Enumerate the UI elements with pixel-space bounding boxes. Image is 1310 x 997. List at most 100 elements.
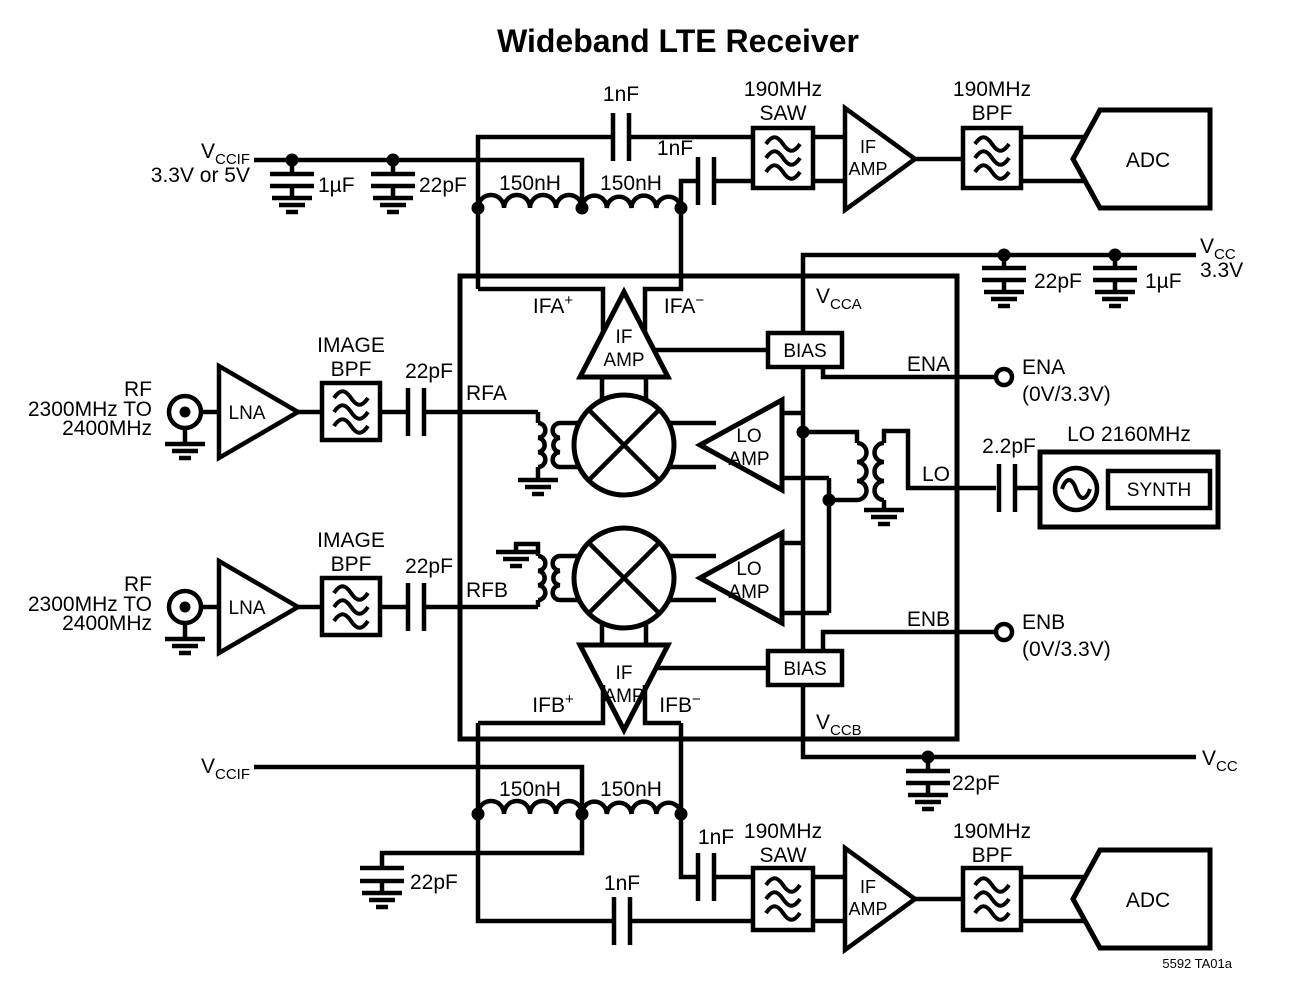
lna-a-icon	[216, 362, 303, 462]
lo-amp-a-icon	[694, 395, 785, 495]
pin-ena: ENA	[907, 353, 950, 376]
balun-b-primary	[537, 553, 548, 603]
if-amp-chain-b-label-2: AMP	[848, 899, 887, 919]
bpf-b-label-1: 190MHz	[953, 820, 1031, 843]
balun-a-primary	[537, 420, 548, 470]
vcc-bottom-cap-label: 22pF	[952, 772, 1000, 795]
rf-input-a	[165, 362, 538, 462]
series-cap-1nf-top-a	[610, 113, 632, 161]
pin-ifa-plus: IFA+	[533, 292, 574, 318]
if-amp-chain-a-icon	[842, 103, 919, 215]
inductor-b2-label: 150nH	[600, 778, 662, 801]
lo-transformer-secondary	[872, 440, 885, 503]
lo-source-label: LO 2160MHz	[1067, 423, 1191, 446]
enb-pin-range: (0V/3.3V)	[1022, 638, 1111, 661]
lna-b-label: LNA	[229, 598, 266, 619]
if-amp-a-icon	[575, 286, 673, 380]
ena-pin-label: ENA	[1022, 356, 1065, 379]
page-title: Wideband LTE Receiver	[497, 23, 859, 59]
inductor-a2	[579, 193, 684, 209]
pin-vccb: VCCB	[816, 711, 862, 739]
cap-2p2pf-label: 2.2pF	[982, 435, 1036, 458]
ena-pin-range: (0V/3.3V)	[1022, 383, 1111, 406]
cap-1nf-bot-b-label: 1nF	[604, 872, 640, 895]
series-cap-1nf-bot-b	[611, 897, 633, 945]
lo-amp-a-label-1: LO	[736, 426, 761, 447]
ena-terminal-icon	[993, 366, 1015, 388]
bias-a-label: BIAS	[783, 341, 826, 362]
cap-22pf-top-label: 22pF	[419, 174, 467, 197]
if-amp-a-label-2: AMP	[603, 350, 644, 371]
bottom-if-chain	[750, 843, 1213, 955]
pin-rfb: RFB	[466, 579, 508, 602]
if-amp-b-label-2: AMP	[603, 686, 644, 707]
rf-a-label-3: 2400MHz	[62, 417, 152, 440]
rf-a-label-1: RF	[124, 378, 152, 401]
vcc-top-voltage: 3.3V	[1200, 259, 1243, 282]
bias-b-label: BIAS	[783, 659, 826, 680]
if-amp-chain-a-label-2: AMP	[848, 159, 887, 179]
top-supply-wires	[254, 157, 684, 212]
junction-dots	[285, 153, 1122, 821]
image-bpf-b-label-1: IMAGE	[317, 529, 385, 552]
lo-amp-b-label-1: LO	[736, 559, 761, 580]
lna-b-icon	[216, 557, 303, 657]
vcc-top-rail	[800, 252, 1196, 306]
lo-source	[996, 449, 1221, 530]
lo-amp-b-label-2: AMP	[728, 582, 769, 603]
rf-b-label-2: 2300MHz TO	[28, 593, 152, 616]
cap-1nf-top-a-label: 1nF	[603, 83, 639, 106]
enb-terminal-icon	[993, 621, 1015, 643]
saw-a-label-1: 190MHz	[744, 78, 822, 101]
bpf-a-label-2: BPF	[972, 102, 1013, 125]
series-cap-22pf-b	[405, 583, 427, 631]
pin-rfa: RFA	[466, 382, 507, 405]
vccif-top-label: VCCIF	[201, 140, 250, 168]
adc-b-icon	[1070, 847, 1213, 951]
inductor-a1-label: 150nH	[499, 172, 561, 195]
pin-vcca: VCCA	[816, 285, 862, 313]
receiver-ic-block	[457, 273, 960, 742]
bpf-a-label-1: 190MHz	[953, 78, 1031, 101]
rf-b-label-3: 2400MHz	[62, 612, 152, 635]
cap-1uf-top-label: 1µF	[318, 174, 355, 197]
image-bpf-a-label-1: IMAGE	[317, 334, 385, 357]
series-cap-1nf-top-b	[695, 853, 717, 901]
vcc-bottom-rail	[800, 739, 1196, 809]
image-bpf-a-label-2: BPF	[331, 358, 372, 381]
pin-lo: LO	[922, 463, 950, 486]
inductor-b1-label: 150nH	[499, 778, 561, 801]
bias-b-icon	[765, 648, 845, 688]
inductor-a1	[475, 192, 585, 209]
adc-b-label: ADC	[1126, 889, 1170, 912]
lna-a-label: LNA	[229, 403, 266, 424]
cap-22pf-a-label: 22pF	[405, 360, 453, 383]
inductor-a2-label: 150nH	[600, 172, 662, 195]
saw-b-label-1: 190MHz	[744, 820, 822, 843]
pin-ifb-minus: IFB−	[659, 691, 701, 717]
lo-amp-a-label-2: AMP	[728, 449, 769, 470]
adc-a-label: ADC	[1126, 149, 1170, 172]
bpf-b-label-2: BPF	[972, 844, 1013, 867]
vcc-top-label: VCC	[1200, 235, 1236, 263]
vcc-top-cap1-label: 22pF	[1034, 270, 1082, 293]
rf-a-label-2: 2300MHz TO	[28, 398, 152, 421]
figure-caption: 5592 TA01a	[1162, 956, 1232, 971]
inductor-b1	[475, 798, 585, 815]
bias-a-icon	[765, 330, 845, 370]
cap-1nf-top-b-label: 1nF	[698, 826, 734, 849]
if-amp-chain-b-label-1: IF	[860, 877, 876, 897]
if-amp-a-label-1: IF	[616, 327, 633, 348]
cap-22pf-bottom-label: 22pF	[410, 871, 458, 894]
block-internal-b	[496, 525, 829, 736]
vccif-bottom-label: VCCIF	[201, 755, 250, 783]
if-amp-chain-a-label-1: IF	[860, 137, 876, 157]
bottom-if-chain-wires	[611, 853, 1092, 945]
saw-a-label-2: SAW	[759, 102, 806, 125]
lo-amp-b-icon	[694, 528, 785, 628]
vcc-top-cap2-label: 1µF	[1145, 270, 1182, 293]
synth-label: SYNTH	[1127, 480, 1191, 501]
if-amp-chain-b-icon	[842, 843, 919, 955]
image-bpf-a-icon	[319, 380, 383, 443]
